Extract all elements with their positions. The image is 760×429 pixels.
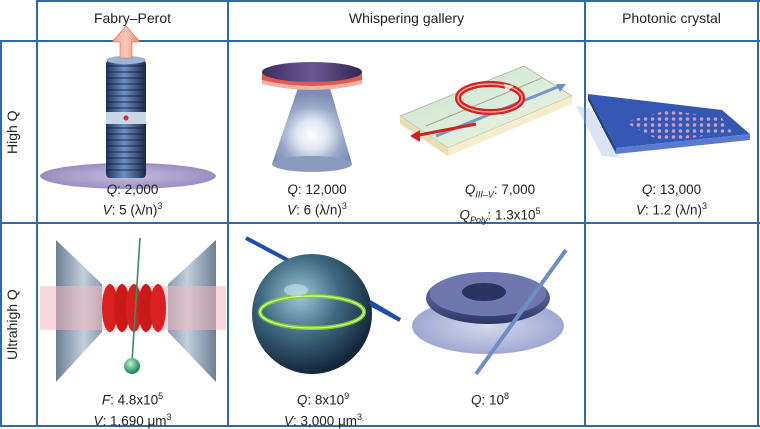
column-header-fabry-perot: Fabry–Perot	[93, 10, 172, 26]
photonic-crystal-illustration	[576, 94, 750, 158]
grid-line-bottom	[0, 425, 760, 427]
caption-photonic-crystal-high: Q: 13,000 V: 1.2 (λ/n)3	[635, 182, 708, 218]
row-label-ultrahigh-q: Ultrahigh Q	[4, 289, 20, 360]
microring-chip-illustration	[399, 65, 573, 156]
toroid-hole	[462, 283, 506, 301]
toroid-fiber	[474, 248, 568, 376]
atom	[124, 358, 140, 374]
slab-front	[588, 94, 616, 154]
emission-arrow	[111, 25, 141, 59]
caption-microring-high: QIII–V: 7,000 QPoly: 1.3x105	[459, 182, 541, 225]
row-label-high-q: High Q	[4, 110, 20, 154]
grid-line-top	[36, 0, 760, 2]
fp-mirrors-illustration	[40, 237, 226, 382]
microtoroid-illustration	[412, 248, 568, 376]
caption-fabry-perot-ultra: F: 4.8x105 V: 1,690 μm3	[93, 391, 172, 428]
slab-side	[616, 134, 750, 154]
chip-side-right	[448, 96, 572, 156]
standing-wave	[102, 284, 166, 332]
grid-line-label	[36, 0, 38, 427]
microsphere-illustration	[245, 236, 402, 374]
disk-top	[262, 62, 362, 82]
microsphere	[252, 254, 372, 374]
caption-microsphere-ultra: Q: 8x109 V: 3,000 μm3	[283, 391, 363, 428]
atom-trajectory	[131, 237, 141, 363]
output-arrow	[413, 122, 477, 138]
grid-line-col2	[227, 0, 229, 427]
microdisk-illustration	[262, 62, 362, 172]
column-header-whispering-gallery: Whispering gallery	[348, 10, 465, 26]
grid-line-left	[0, 40, 2, 427]
grid-line-right	[757, 0, 759, 427]
caption-microtoroid-ultra: Q: 108	[470, 391, 510, 408]
chip-side-front	[400, 116, 448, 156]
pillar-emitter	[123, 115, 129, 121]
micropillar-illustration	[40, 25, 216, 189]
column-header-photonic-crystal: Photonic crystal	[622, 10, 721, 26]
grid-line-col3	[584, 0, 586, 427]
hole-lattice	[624, 110, 732, 142]
caption-fabry-perot-high: Q: 2,000 V: 5 (λ/n)3	[102, 182, 163, 218]
grid-line-header	[0, 40, 760, 42]
grid-line-middle	[0, 222, 760, 224]
caption-microdisk-high: Q: 12,000 V: 6 (λ/n)3	[287, 182, 347, 218]
disk-pedestal	[272, 88, 352, 164]
